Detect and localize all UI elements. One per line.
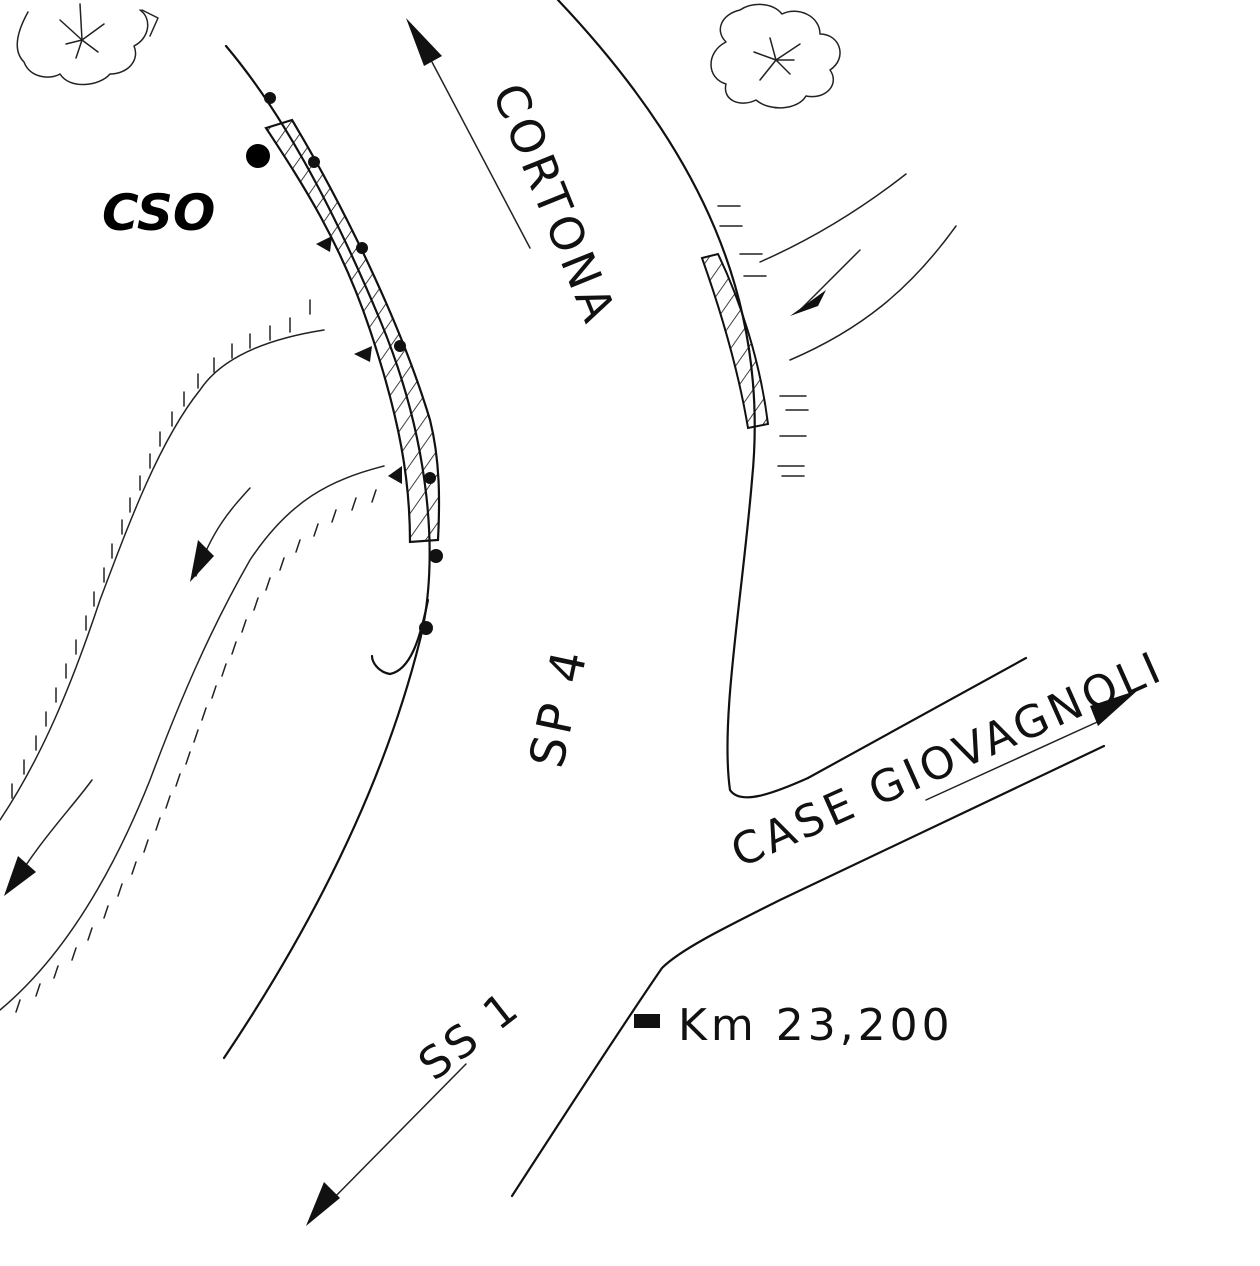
road-edge-sp4-right [556,0,810,799]
label-ss1: SS 1 [409,980,530,1090]
arrow-cortona [406,18,531,249]
arrow-icon [790,290,826,316]
hatched-zone-right [700,252,770,430]
hatched-guardrail-left [264,118,441,544]
arrow-icon [4,856,36,896]
road-edge-case-giovagnoli-upper [806,656,1028,780]
post-marker-icon [264,92,443,635]
label-sp4: SP 4 [519,642,599,772]
label-km-marker: Km 23,200 [678,1000,954,1051]
label-cso: CSO [102,184,215,242]
arrow-icon [190,540,214,582]
km-marker-icon [634,1014,660,1028]
arrow-ss1 [306,1063,467,1226]
cso-point [246,144,270,168]
embankment-ticks [11,299,377,1013]
label-case-giovagnoli: CASE GIOVAGNOLI [724,641,1172,878]
arrow-case-giovagnoli [925,690,1138,801]
ditch-line-inner [0,465,385,1011]
embankment-ticks-right [717,205,809,477]
label-cortona: CORTONA [482,76,628,333]
tree-icon [710,3,841,109]
ditch-line-outer [0,329,325,821]
road-edge-case-giovagnoli-lower [510,744,1106,1198]
tree-icon [16,3,159,86]
